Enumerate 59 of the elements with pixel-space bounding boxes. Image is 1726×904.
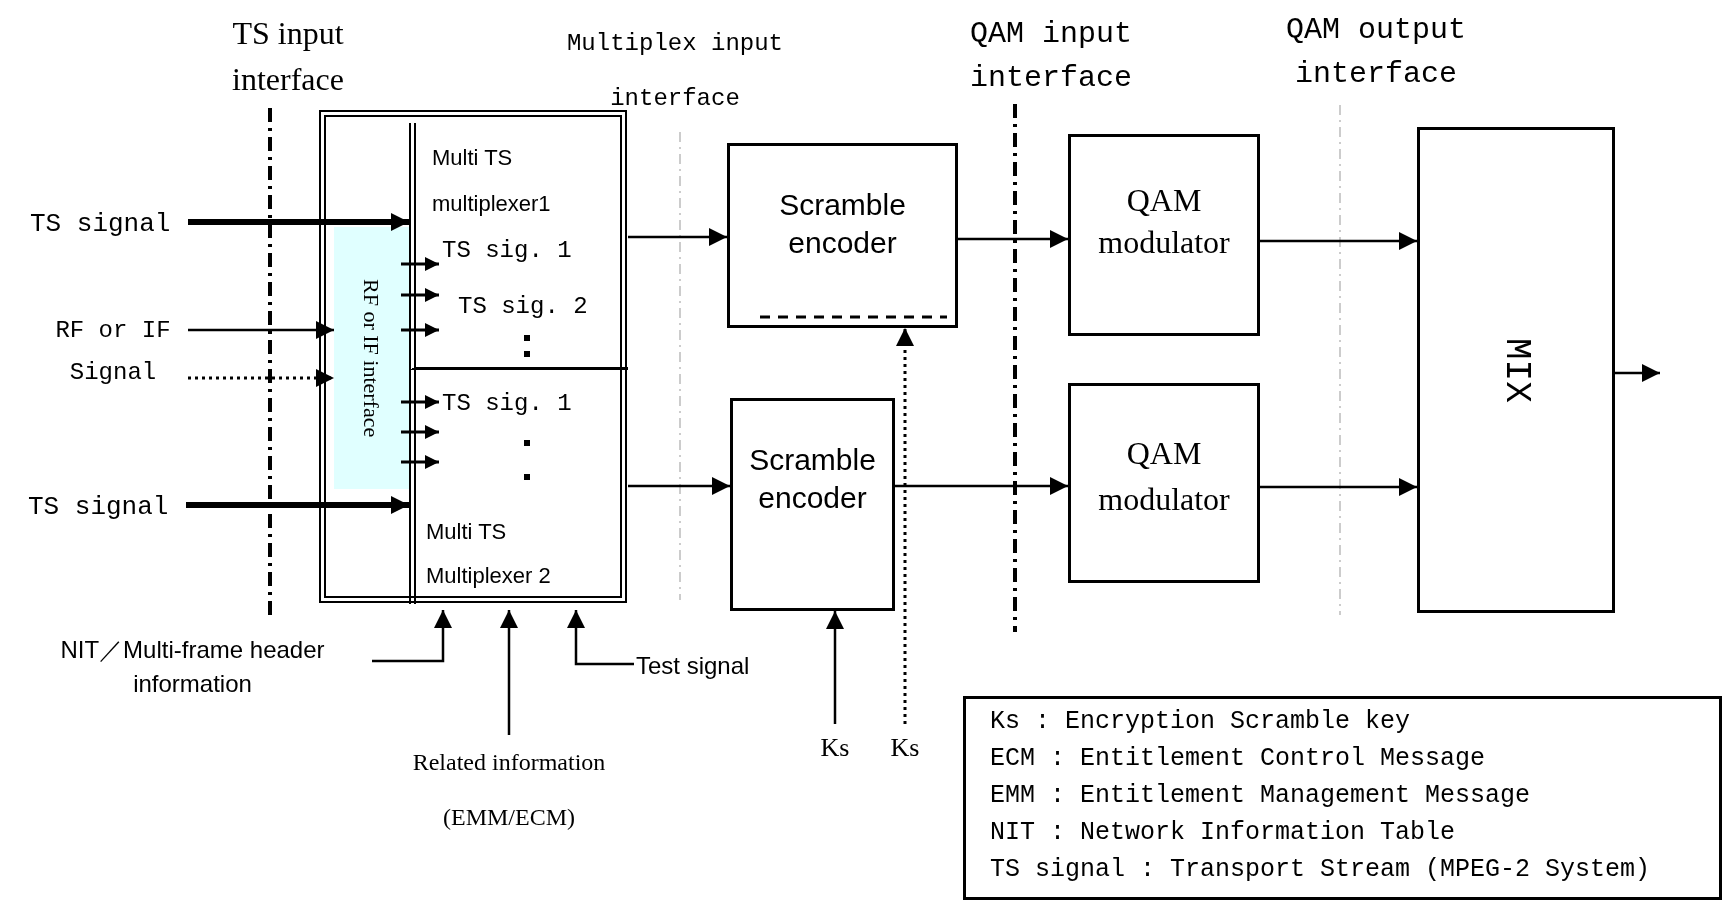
hollow-arrow: [401, 455, 439, 469]
key-label: Ks: [818, 728, 852, 767]
encoder-label: Scramble encoder: [748, 442, 877, 516]
arrow: [1260, 478, 1417, 496]
arrow: [188, 321, 334, 339]
scramble-encoder-box: [730, 398, 895, 611]
modulator-label: QAM modulator: [1097, 434, 1231, 519]
hollow-arrow: [401, 257, 439, 271]
signal-label: TS signal: [30, 205, 180, 244]
encoder-label: Scramble encoder: [778, 187, 907, 261]
interface-heading: TS input interface: [231, 14, 345, 99]
mixer-label: MIX: [1495, 337, 1538, 403]
multiplexer-label: TS sig. 1: [442, 389, 572, 419]
arrow: [1615, 364, 1660, 382]
signal-label: TS signal: [28, 488, 178, 527]
arrow: [896, 328, 914, 724]
input-label: NIT／Multi-frame header information: [15, 633, 370, 701]
abbreviation-entry: Ks : Encryption Scramble key: [990, 706, 1412, 738]
hollow-arrow: [401, 425, 439, 439]
arrow: [372, 610, 452, 663]
arrow: [958, 230, 1068, 248]
multiplexer-box: [409, 123, 628, 370]
hollow-arrow: [401, 395, 439, 409]
interface-label: RF or IF interface: [358, 278, 385, 438]
key-label: Ks: [888, 728, 922, 767]
interface-heading: QAM input interface: [969, 16, 1133, 97]
modulator-box: [1068, 383, 1260, 583]
abbreviation-entry: ECM : Entitlement Control Message: [990, 743, 1487, 775]
arrow: [186, 496, 409, 514]
arrow: [567, 610, 634, 666]
modulator-label: QAM modulator: [1097, 181, 1231, 262]
arrow: [826, 611, 844, 724]
input-label: Test signal: [636, 648, 776, 684]
multiplexer-label: TS sig. 2: [458, 292, 588, 322]
abbreviation-entry: NIT : Network Information Table: [990, 817, 1457, 849]
signal-label: RF or IF Signal: [38, 310, 188, 394]
arrow: [500, 610, 518, 735]
scramble-encoder-box: [727, 143, 958, 328]
hollow-arrow: [401, 323, 439, 337]
abbreviation-key-box: [963, 696, 1722, 900]
arrow: [628, 477, 730, 495]
arrow: [1260, 232, 1417, 250]
modulator-box: [1068, 134, 1260, 336]
interface-heading: Multiplex input interface: [565, 29, 784, 114]
interface-band: [334, 227, 409, 489]
multiplexer-label: TS sig. 1: [442, 236, 572, 266]
arrow: [628, 228, 727, 246]
hollow-arrow: [401, 288, 439, 302]
arrow: [188, 369, 334, 387]
enclosure-box: [319, 110, 627, 603]
multiplexer-label: Multi TS Multiplexer 2: [426, 518, 552, 590]
multiplexer-label: Multi TS multiplexer1: [432, 144, 552, 218]
input-label: Related information (EMM/ECM): [379, 735, 639, 845]
mixer-box: [1417, 127, 1615, 613]
arrow: [895, 477, 1068, 495]
abbreviation-entry: EMM : Entitlement Management Message: [990, 780, 1532, 812]
arrow: [188, 213, 409, 231]
interface-heading: QAM output interface: [1285, 12, 1467, 93]
abbreviation-entry: TS signal : Transport Stream (MPEG-2 System): [990, 854, 1652, 886]
